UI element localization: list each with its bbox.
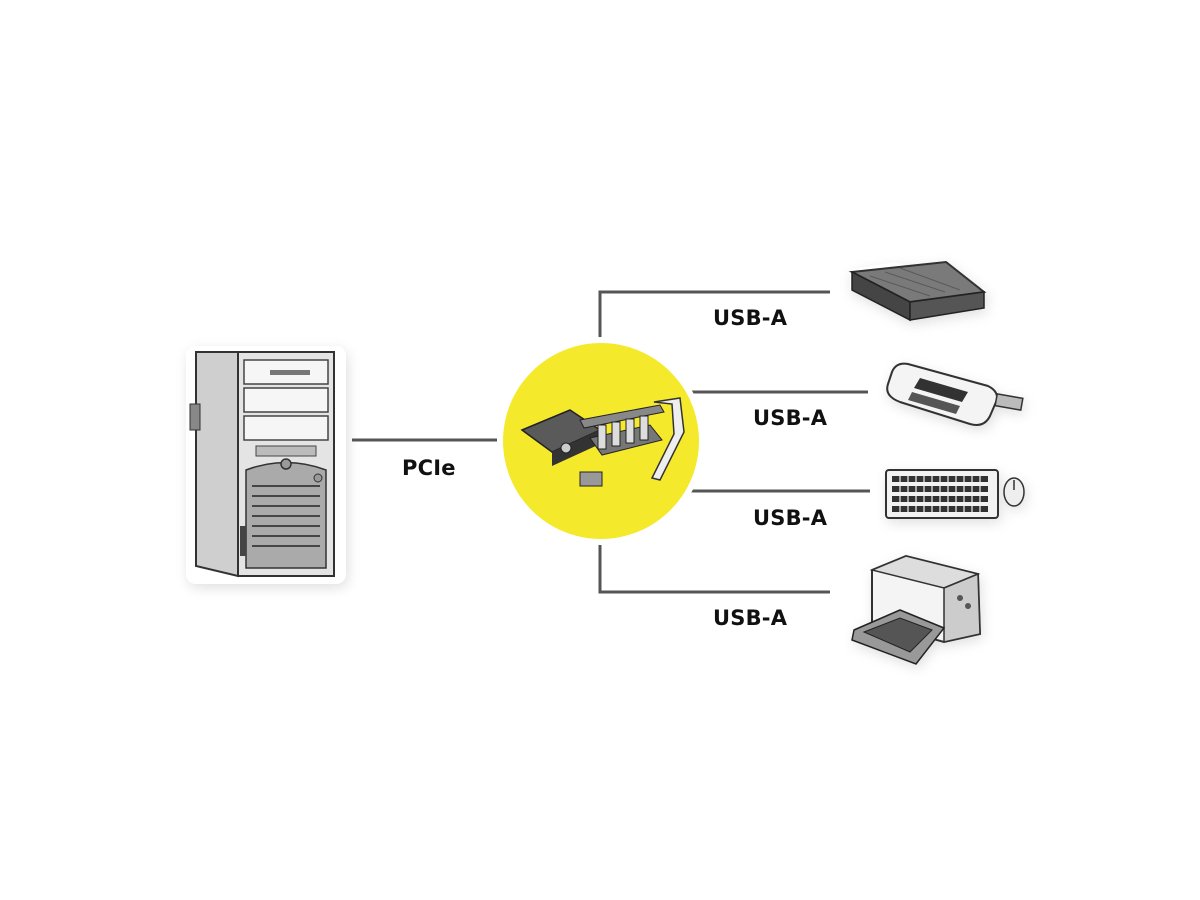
pcie-usb-card-icon bbox=[520, 397, 685, 487]
keyboard-mouse-icon bbox=[885, 469, 1025, 519]
usb-label-3: USB-A bbox=[753, 506, 828, 530]
usb-label-1: USB-A bbox=[713, 306, 788, 330]
desktop-tower-icon bbox=[186, 346, 346, 584]
usb-label-2: USB-A bbox=[753, 406, 828, 430]
usb-link-line-1 bbox=[598, 290, 830, 345]
printer-icon bbox=[851, 554, 982, 665]
card-reader-icon bbox=[886, 362, 1024, 426]
usb-link-line-4 bbox=[598, 535, 830, 594]
hub bbox=[497, 337, 705, 545]
usb-label-4: USB-A bbox=[713, 606, 788, 630]
pcie-label: PCIe bbox=[402, 456, 456, 480]
external-hard-drive-icon bbox=[848, 260, 988, 322]
connection-lines bbox=[352, 290, 870, 594]
